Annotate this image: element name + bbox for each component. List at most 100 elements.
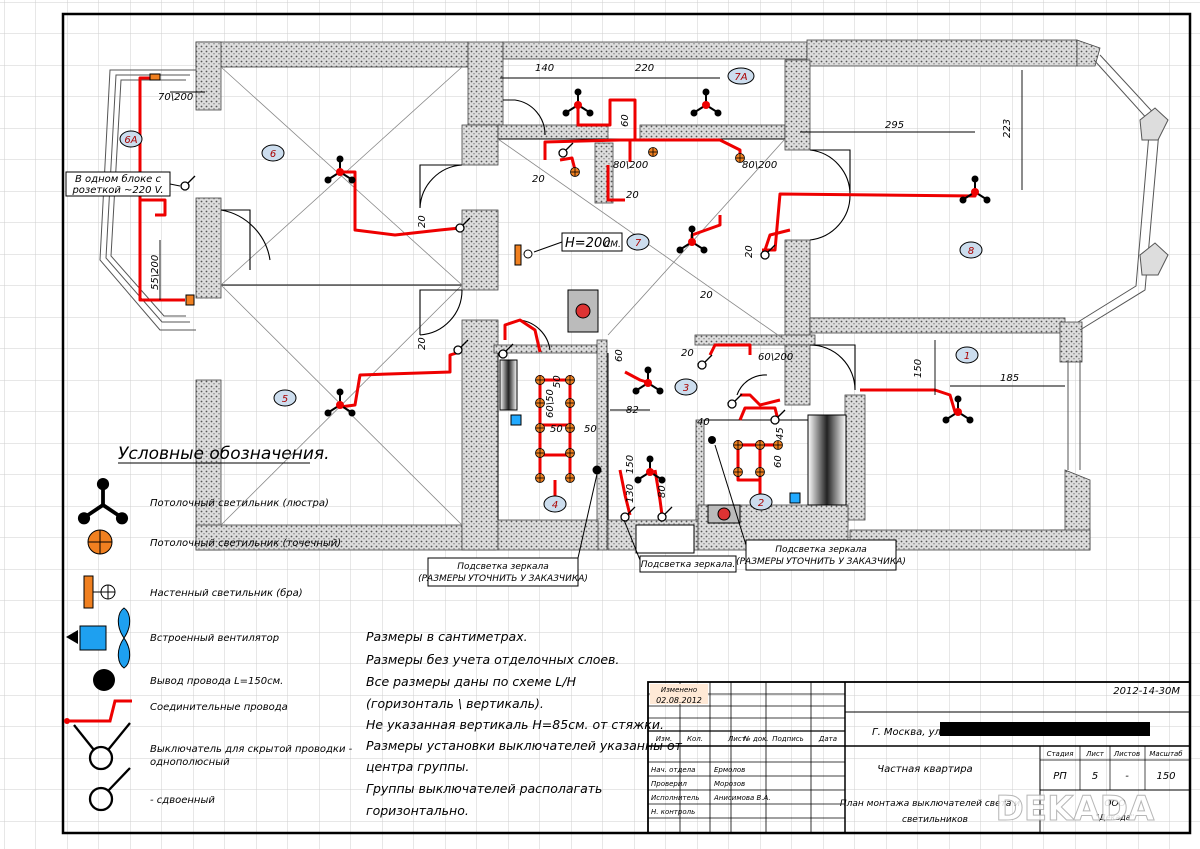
svg-text:Подсветка зеркала.: Подсветка зеркала. bbox=[641, 560, 735, 570]
fans bbox=[510, 414, 801, 504]
svg-text:50: 50 bbox=[550, 424, 563, 435]
svg-text:Кол.: Кол. bbox=[687, 735, 703, 743]
title-block-texts: Изменено 02.08.2012 2012-14-30М Г. Москв… bbox=[651, 686, 1183, 825]
bay-window-right bbox=[1067, 54, 1169, 470]
svg-text:140: 140 bbox=[535, 63, 554, 74]
callout-height: H=200 СМ. bbox=[533, 232, 623, 253]
svg-text:"Декада": "Декада" bbox=[1096, 813, 1135, 822]
svg-text:Стадия: Стадия bbox=[1047, 750, 1074, 758]
svg-text:горизонтально.: горизонтально. bbox=[366, 803, 469, 818]
svg-text:40: 40 bbox=[697, 417, 710, 428]
svg-text:(РАЗМЕРЫ УТОЧНИТЬ У ЗАКАЗЧИКА): (РАЗМЕРЫ УТОЧНИТЬ У ЗАКАЗЧИКА) bbox=[418, 574, 588, 584]
svg-text:(РАЗМЕРЫ УТОЧНИТЬ У ЗАКАЗЧИКА): (РАЗМЕРЫ УТОЧНИТЬ У ЗАКАЗЧИКА) bbox=[736, 557, 906, 567]
svg-text:Потолочный светильник (точечны: Потолочный светильник (точечный) bbox=[150, 538, 341, 549]
svg-text:150: 150 bbox=[1156, 771, 1175, 782]
callout-mirror-2: Подсветка зеркала. bbox=[623, 519, 737, 573]
svg-text:Проверил: Проверил bbox=[651, 780, 687, 788]
svg-text:Г. Москва, ул.: Г. Москва, ул. bbox=[872, 727, 944, 738]
svg-text:-: - bbox=[1125, 771, 1129, 782]
ceiling-spot-icon bbox=[87, 529, 113, 555]
svg-text:Ермолов: Ермолов bbox=[714, 766, 745, 774]
svg-text:2: 2 bbox=[758, 498, 764, 509]
svg-text:Изменено: Изменено bbox=[661, 686, 697, 694]
svg-text:ООО: ООО bbox=[1104, 799, 1125, 809]
svg-text:№ док.: № док. bbox=[742, 735, 768, 743]
svg-text:Подсветка зеркала: Подсветка зеркала bbox=[457, 562, 549, 572]
watermark-logo: DEKADA bbox=[996, 789, 1155, 829]
general-remarks: Размеры в сантиметрах. Размеры без учета… bbox=[366, 629, 683, 818]
svg-text:Лист.: Лист. bbox=[727, 735, 748, 743]
svg-text:6: 6 bbox=[270, 149, 276, 160]
svg-text:Изм.: Изм. bbox=[656, 735, 672, 743]
legend-title: Условные обозначения. bbox=[118, 444, 330, 464]
svg-text:Настенный светильник (бра): Настенный светильник (бра) bbox=[150, 587, 303, 599]
svg-text:20: 20 bbox=[626, 190, 639, 201]
svg-text:светильников: светильников bbox=[902, 815, 968, 825]
svg-text:295: 295 bbox=[885, 120, 904, 131]
svg-text:Размеры без учета отделочных с: Размеры без учета отделочных слоев. bbox=[366, 652, 619, 667]
wire-outlets bbox=[592, 436, 716, 475]
svg-text:Встроенный вентилятор: Встроенный вентилятор bbox=[150, 633, 279, 644]
svg-text:4: 4 bbox=[552, 500, 558, 511]
svg-text:Нач. отдела: Нач. отдела bbox=[651, 766, 695, 774]
wall-lamp-icon bbox=[83, 575, 116, 609]
svg-text:80\200: 80\200 bbox=[742, 160, 777, 171]
doors bbox=[220, 99, 856, 396]
wire-icon bbox=[64, 699, 132, 724]
svg-text:центра группы.: центра группы. bbox=[366, 759, 469, 774]
svg-text:220: 220 bbox=[635, 63, 654, 74]
svg-text:60: 60 bbox=[614, 349, 625, 362]
svg-text:8: 8 bbox=[968, 246, 974, 257]
svg-text:Размеры установки выключателей: Размеры установки выключателей указанны … bbox=[366, 738, 683, 753]
svg-text:5: 5 bbox=[1092, 771, 1098, 782]
bay-window-left bbox=[99, 69, 196, 331]
wire-outlet-icon bbox=[93, 669, 115, 691]
svg-text:60: 60 bbox=[620, 114, 631, 127]
switch-icon bbox=[73, 722, 131, 812]
svg-text:Группы выключателей располагат: Группы выключателей располагать bbox=[366, 781, 602, 796]
svg-text:80: 80 bbox=[657, 485, 668, 498]
svg-text:розеткой ~220 V.: розеткой ~220 V. bbox=[71, 185, 163, 196]
svg-text:82: 82 bbox=[626, 405, 639, 416]
svg-text:Лист: Лист bbox=[1085, 750, 1105, 758]
svg-text:Масштаб: Масштаб bbox=[1149, 750, 1183, 758]
fan-icon bbox=[66, 607, 131, 669]
svg-text:150: 150 bbox=[913, 359, 924, 378]
svg-text:20: 20 bbox=[417, 215, 428, 228]
change-stamp bbox=[650, 684, 708, 704]
svg-text:Потолочный светильник (люстра): Потолочный светильник (люстра) bbox=[150, 498, 329, 509]
svg-text:Частная квартира: Частная квартира bbox=[877, 764, 972, 775]
svg-text:70\200: 70\200 bbox=[158, 92, 193, 103]
svg-text:Размеры в сантиметрах.: Размеры в сантиметрах. bbox=[366, 629, 528, 644]
svg-text:1: 1 bbox=[964, 351, 970, 362]
svg-text:60\200: 60\200 bbox=[758, 352, 793, 363]
svg-text:60\50: 60\50 bbox=[545, 389, 556, 418]
room-labels: 6A 6 7A 7 8 1 3 2 4 5 bbox=[119, 67, 983, 513]
svg-text:223: 223 bbox=[1002, 119, 1013, 138]
chandelier-icon bbox=[77, 478, 129, 525]
svg-text:150: 150 bbox=[625, 455, 636, 474]
svg-text:20: 20 bbox=[532, 174, 545, 185]
title-block bbox=[647, 681, 1191, 834]
svg-text:5: 5 bbox=[282, 394, 288, 405]
svg-text:Подсветка зеркала: Подсветка зеркала bbox=[775, 545, 867, 555]
svg-text:СМ.: СМ. bbox=[604, 240, 621, 250]
svg-text:однополюсный: однополюсный bbox=[150, 757, 230, 768]
redacted-address bbox=[940, 722, 1150, 736]
svg-text:Все размеры даны по схеме L/H: Все размеры даны по схеме L/H bbox=[366, 674, 577, 689]
svg-text:H=200: H=200 bbox=[565, 236, 610, 251]
svg-text:Исполнитель: Исполнитель bbox=[651, 794, 700, 802]
svg-text:Н. контроль: Н. контроль bbox=[651, 808, 695, 816]
svg-text:7A: 7A bbox=[734, 72, 747, 83]
svg-text:55\200: 55\200 bbox=[150, 255, 161, 290]
svg-text:20: 20 bbox=[681, 348, 694, 359]
svg-text:- сдвоенный: - сдвоенный bbox=[150, 795, 215, 806]
svg-text:185: 185 bbox=[1000, 373, 1019, 384]
svg-text:60: 60 bbox=[773, 455, 784, 468]
svg-text:02.08.2012: 02.08.2012 bbox=[656, 696, 702, 705]
svg-text:6A: 6A bbox=[124, 135, 137, 146]
wall-lamps bbox=[149, 73, 533, 306]
svg-text:3: 3 bbox=[683, 383, 689, 394]
svg-text:В одном блоке с: В одном блоке с bbox=[75, 173, 161, 185]
